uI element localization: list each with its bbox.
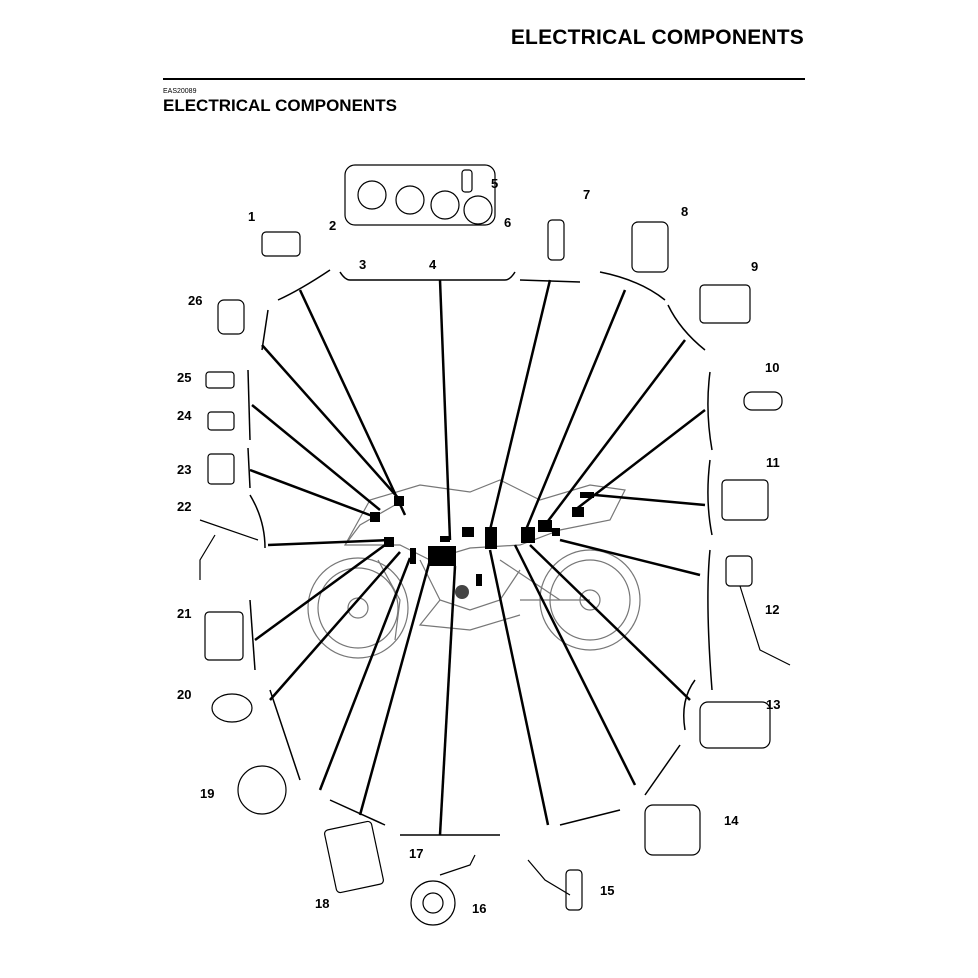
callout-9: 9: [751, 259, 758, 274]
callout-13: 13: [766, 697, 780, 712]
callout-22: 22: [177, 499, 191, 514]
component-13-sketch: [699, 701, 771, 749]
callout-8: 8: [681, 204, 688, 219]
component-22-sketch: [199, 519, 259, 580]
callout-20: 20: [177, 687, 191, 702]
callout-4: 4: [429, 257, 437, 272]
motorcycle-illustration: [307, 479, 641, 659]
component-24-sketch: [207, 411, 235, 431]
component-10-sketch: [743, 391, 783, 411]
bracket-lines: [247, 269, 713, 836]
component-7-sketch: [547, 219, 565, 261]
section-title: ELECTRICAL COMPONENTS: [163, 96, 397, 115]
callout-12: 12: [765, 602, 779, 617]
component-25-sketch: [205, 371, 235, 389]
component-15-sketch: [565, 869, 583, 911]
component-5-sketch: [461, 169, 473, 193]
callout-21: 21: [177, 606, 191, 621]
callout-1: 1: [248, 209, 255, 224]
callout-2: 2: [329, 218, 336, 233]
page-header-title: ELECTRICAL COMPONENTS: [510, 26, 804, 49]
callout-26: 26: [188, 293, 202, 308]
component-12-sketch: [725, 555, 753, 587]
component-17-sketch: [439, 854, 476, 876]
component-23-sketch: [207, 453, 235, 485]
callout-15: 15: [600, 883, 614, 898]
callout-18: 18: [315, 896, 329, 911]
callout-23: 23: [177, 462, 191, 477]
header-rule: [163, 78, 805, 80]
document-code: EAS20089: [163, 88, 197, 95]
callout-5: 5: [491, 176, 498, 191]
callout-24: 24: [177, 408, 192, 423]
callout-11: 11: [766, 455, 780, 470]
callout-numbers: 1 2 3 4 5 6 7 8 9 10 11 12 13 14 15 16 1…: [177, 176, 780, 916]
component-1-sketch: [261, 231, 301, 257]
component-sketches: [199, 164, 791, 926]
component-14-sketch: [644, 804, 701, 856]
callout-25: 25: [177, 370, 191, 385]
callout-6: 6: [504, 215, 511, 230]
component-8-sketch: [631, 221, 669, 273]
callout-19: 19: [200, 786, 214, 801]
component-20-sketch: [211, 693, 253, 723]
callout-10: 10: [765, 360, 779, 375]
callout-3: 3: [359, 257, 366, 272]
component-19-sketch: [237, 765, 287, 815]
component-21-sketch: [204, 611, 244, 661]
component-18-sketch: [324, 820, 384, 894]
component-11-sketch: [721, 479, 769, 521]
leader-lines: [249, 279, 706, 836]
callout-17: 17: [409, 846, 423, 861]
component-26-sketch: [217, 299, 245, 335]
callout-14: 14: [724, 813, 739, 828]
callout-7: 7: [583, 187, 590, 202]
component-9-sketch: [699, 284, 751, 324]
callout-16: 16: [472, 901, 486, 916]
